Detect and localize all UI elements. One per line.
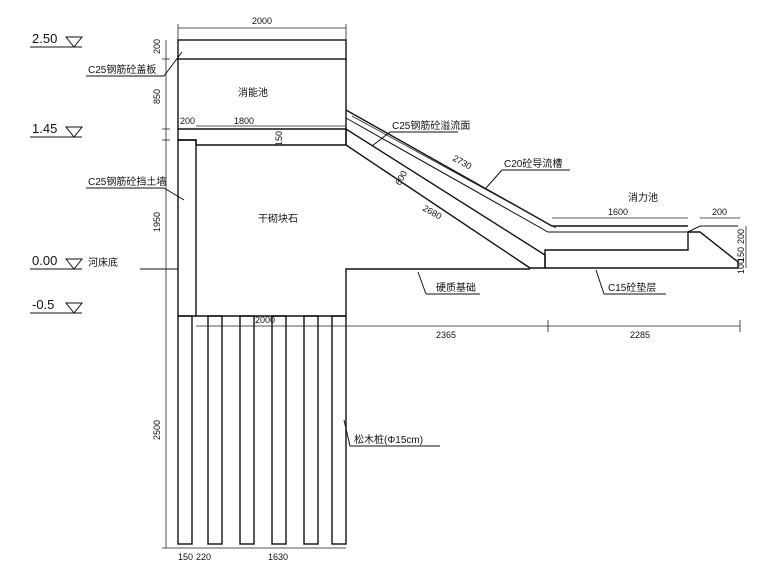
label-c15: C15砼垫层 [608,281,656,294]
pile [303,315,319,545]
basin-end-wall [687,225,738,233]
pile [207,315,223,545]
dim-slope-2730: 2730 [451,153,473,171]
level-text: 0.00 [32,253,57,268]
dim-h1950: 1950 [152,212,162,232]
dim-p220: 220 [196,552,211,562]
label-c25-wall: C25钢筋砼挡土墙 [88,175,166,188]
dim-h200: 200 [152,39,162,54]
level-marker-2-50: 2.50 [30,31,84,48]
dim-slope-600: 600 [393,169,409,187]
dim-r200: 200 [736,229,746,244]
level-marker-1-45: 1.45 [30,121,84,138]
dim-w1800: 1800 [234,116,254,126]
dim-r150: 150 [736,247,746,262]
dimension-lines [162,24,747,549]
dim-p150: 150 [178,552,193,562]
dim-h850: 850 [152,89,162,104]
pile [239,315,255,545]
foundation-line [196,268,530,317]
label-pile: 松木桩(Φ15cm) [354,433,423,446]
label-rubble: 干砌块石 [258,213,298,225]
chamber-walls [177,59,347,129]
dim-h2500: 2500 [152,420,162,440]
c25-cap-slab [177,39,347,60]
level-marker-neg-0-5: -0.5 [30,297,84,314]
level-text: 1.45 [32,121,57,136]
dim-r100: 100 [736,259,746,274]
dim-b2285: 2285 [630,330,650,340]
dim-b2000: 2000 [255,315,275,325]
pile [177,315,193,545]
dim-h200-b: 200 [180,116,195,126]
label-c25-cap: C25钢筋砼盖板 [88,63,156,76]
dim-p1630: 1630 [268,552,288,562]
c15-cushion-layer [544,231,739,269]
level-text: 2.50 [32,31,57,46]
c25-mid-slab [177,128,347,146]
level-text: -0.5 [32,297,54,312]
label-riverbed: 河床底 [88,256,118,269]
dim-w1600: 1600 [608,207,628,217]
dim-w200-r: 200 [712,207,727,217]
timber-piles [177,315,347,545]
c25-slope-face [345,127,546,269]
label-c25-slope: C25钢筋砼溢流面 [392,119,470,132]
dim-b2365: 2365 [436,330,456,340]
dim-top-2000: 2000 [252,16,272,26]
label-foundation: 硬质基础 [436,281,476,294]
label-c20-guide: C20砼导流槽 [504,157,562,170]
c20-guide-groove-inner [345,117,688,233]
label-chamber: 消能池 [238,86,268,99]
level-marker-0-00: 0.00 [30,253,84,270]
pile [271,315,287,545]
dim-h150-mid: 150 [274,131,284,146]
label-stilling: 消力池 [628,191,658,204]
pile [331,315,347,545]
c25-retaining-wall [177,139,197,317]
dim-slope-2680: 2680 [421,203,443,221]
